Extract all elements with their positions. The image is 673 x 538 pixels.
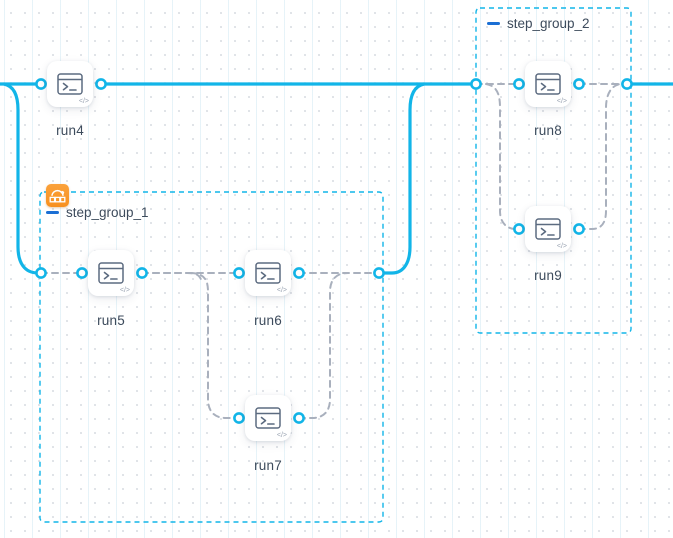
port-run5-in[interactable]: [76, 267, 88, 279]
port-run4-out[interactable]: [95, 78, 107, 90]
group-label-text: step_group_2: [507, 16, 590, 31]
node-run7[interactable]: </>: [245, 395, 291, 441]
port-group2-out[interactable]: [621, 78, 633, 90]
group-badge-scale-group-icon[interactable]: [46, 184, 69, 207]
minus-icon[interactable]: [46, 211, 59, 214]
port-run5-out[interactable]: [136, 267, 148, 279]
group-boundary-step_group_1[interactable]: [39, 191, 384, 523]
terminal-icon: [98, 262, 124, 284]
terminal-icon: [57, 73, 83, 95]
group-label-step_group_1[interactable]: step_group_1: [46, 205, 149, 220]
port-run7-out[interactable]: [293, 412, 305, 424]
node-label-run5: run5: [97, 313, 125, 328]
node-run5[interactable]: </>: [88, 250, 134, 296]
node-label-run6: run6: [254, 313, 282, 328]
node-run9[interactable]: </>: [525, 206, 571, 252]
port-group1-in[interactable]: [35, 267, 47, 279]
terminal-icon: [255, 262, 281, 284]
port-run4-in[interactable]: [35, 78, 47, 90]
port-run7-in[interactable]: [233, 412, 245, 424]
node-label-run7: run7: [254, 458, 282, 473]
edge-group2-branch-run9: [485, 83, 520, 230]
terminal-icon: [535, 73, 561, 95]
edge-run9-merge-up: [578, 83, 621, 230]
code-glyph-icon: </>: [276, 287, 287, 294]
node-run4[interactable]: </>: [47, 61, 93, 107]
edge-run7-merge-up: [298, 272, 349, 419]
node-label-run8: run8: [534, 123, 562, 138]
terminal-icon: [535, 218, 561, 240]
port-run9-in[interactable]: [513, 223, 525, 235]
edge-in-branch-to-group1: [2, 82, 43, 275]
code-glyph-icon: </>: [556, 243, 567, 250]
port-run6-in[interactable]: [233, 267, 245, 279]
code-glyph-icon: </>: [119, 287, 130, 294]
group-label-text: step_group_1: [66, 205, 149, 220]
code-glyph-icon: </>: [276, 432, 287, 439]
port-run9-out[interactable]: [573, 223, 585, 235]
port-run6-out[interactable]: [293, 267, 305, 279]
group-boundary-step_group_2[interactable]: [475, 7, 632, 334]
group-label-step_group_2[interactable]: step_group_2: [487, 16, 590, 31]
node-label-run4: run4: [56, 123, 84, 138]
code-glyph-icon: </>: [556, 98, 567, 105]
edge-branch-down-run7: [189, 272, 240, 419]
edge-group1out-merge-up: [377, 82, 426, 275]
port-group1-out[interactable]: [373, 267, 385, 279]
node-label-run9: run9: [534, 268, 562, 283]
scale-group-icon: [49, 189, 66, 203]
node-run8[interactable]: </>: [525, 61, 571, 107]
port-run8-in[interactable]: [513, 78, 525, 90]
port-group2-in[interactable]: [470, 78, 482, 90]
port-run8-out[interactable]: [573, 78, 585, 90]
minus-icon[interactable]: [487, 22, 500, 25]
terminal-icon: [255, 407, 281, 429]
node-run6[interactable]: </>: [245, 250, 291, 296]
code-glyph-icon: </>: [78, 98, 89, 105]
